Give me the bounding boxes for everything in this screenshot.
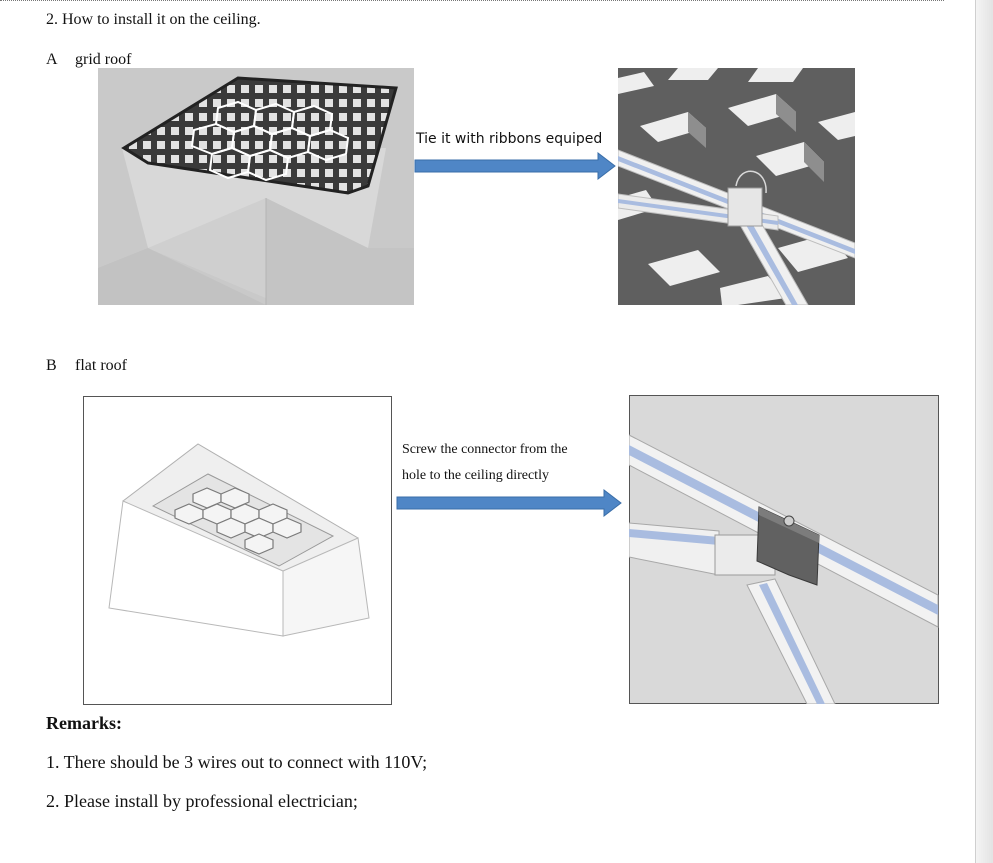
remark-item: 1. There should be 3 wires out to connec… [46, 752, 428, 772]
remarks-title: Remarks: [46, 713, 122, 733]
section-b-label: flat roof [75, 357, 127, 374]
flat-roof-connector-closeup-illustration [629, 395, 939, 704]
section-a-label: grid roof [75, 51, 132, 68]
section-b-letter: B [46, 357, 57, 374]
flat-roof-arrow [396, 489, 622, 517]
grid-roof-closeup-illustration [618, 68, 855, 305]
grid-roof-arrow [414, 152, 616, 180]
flat-roof-room-illustration [83, 396, 392, 705]
page-right-margin [975, 0, 993, 863]
grid-roof-caption: Tie it with ribbons equiped [416, 131, 603, 147]
remark-item: 2. Please install by professional electr… [46, 791, 358, 811]
flat-roof-caption-line2: hole to the ceiling directly [402, 468, 549, 483]
section-heading: 2. How to install it on the ceiling. [46, 11, 261, 28]
page-top-edge [0, 0, 944, 3]
section-a-letter: A [46, 51, 58, 68]
grid-roof-room-illustration [98, 68, 414, 305]
flat-roof-caption-line1: Screw the connector from the [402, 442, 568, 457]
